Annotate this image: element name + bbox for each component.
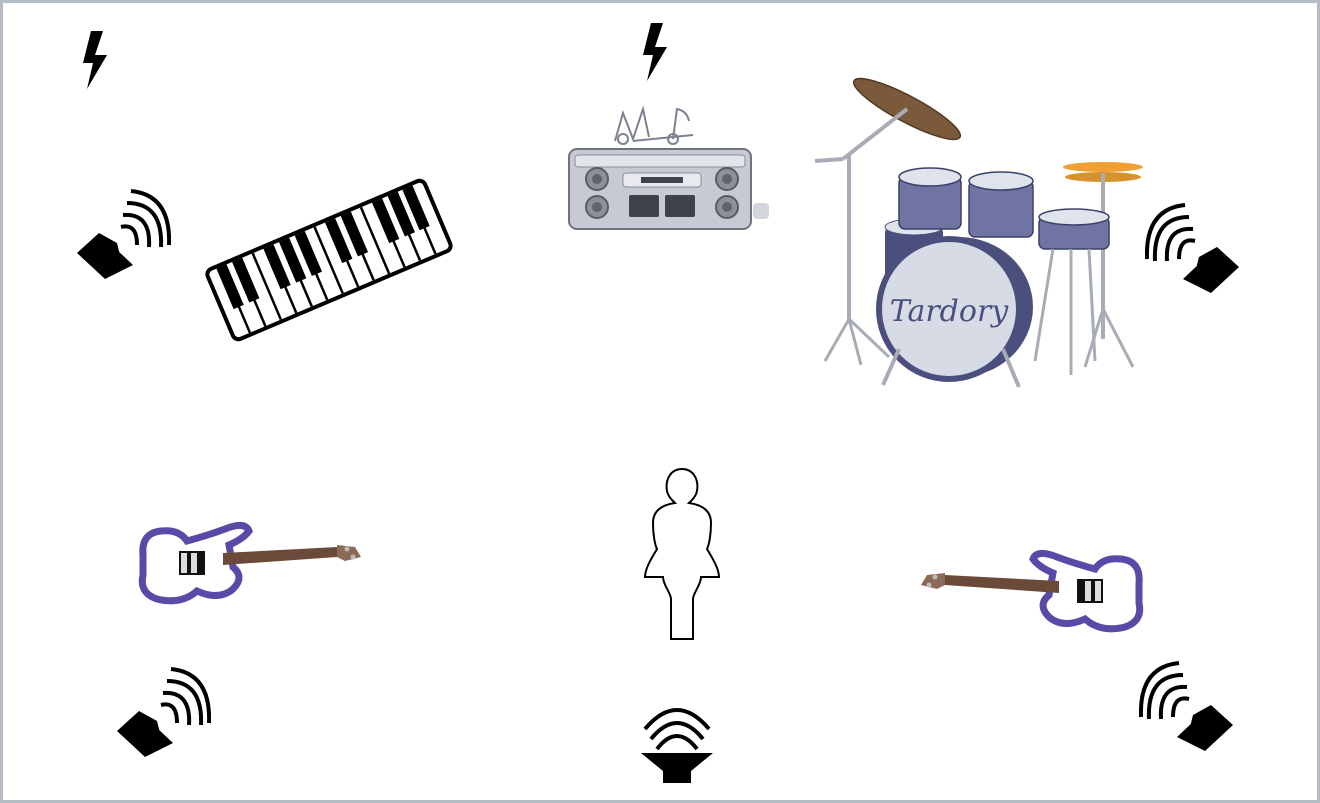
electric-guitar — [133, 515, 365, 615]
power-outlet-icon — [637, 21, 673, 83]
speaker-icon — [1139, 657, 1239, 757]
boombox — [563, 99, 773, 233]
speaker-icon — [71, 185, 171, 285]
speaker-icon — [629, 693, 725, 789]
person-outline — [637, 465, 727, 647]
keyboard-instrument — [199, 175, 459, 345]
electric-guitar — [917, 543, 1149, 643]
drum-kit: Tardory — [803, 69, 1153, 399]
speaker-icon — [111, 663, 211, 763]
power-outlet-icon — [77, 29, 113, 91]
drum-kit-brand: Tardory — [890, 294, 1010, 329]
speaker-icon — [1145, 199, 1245, 299]
